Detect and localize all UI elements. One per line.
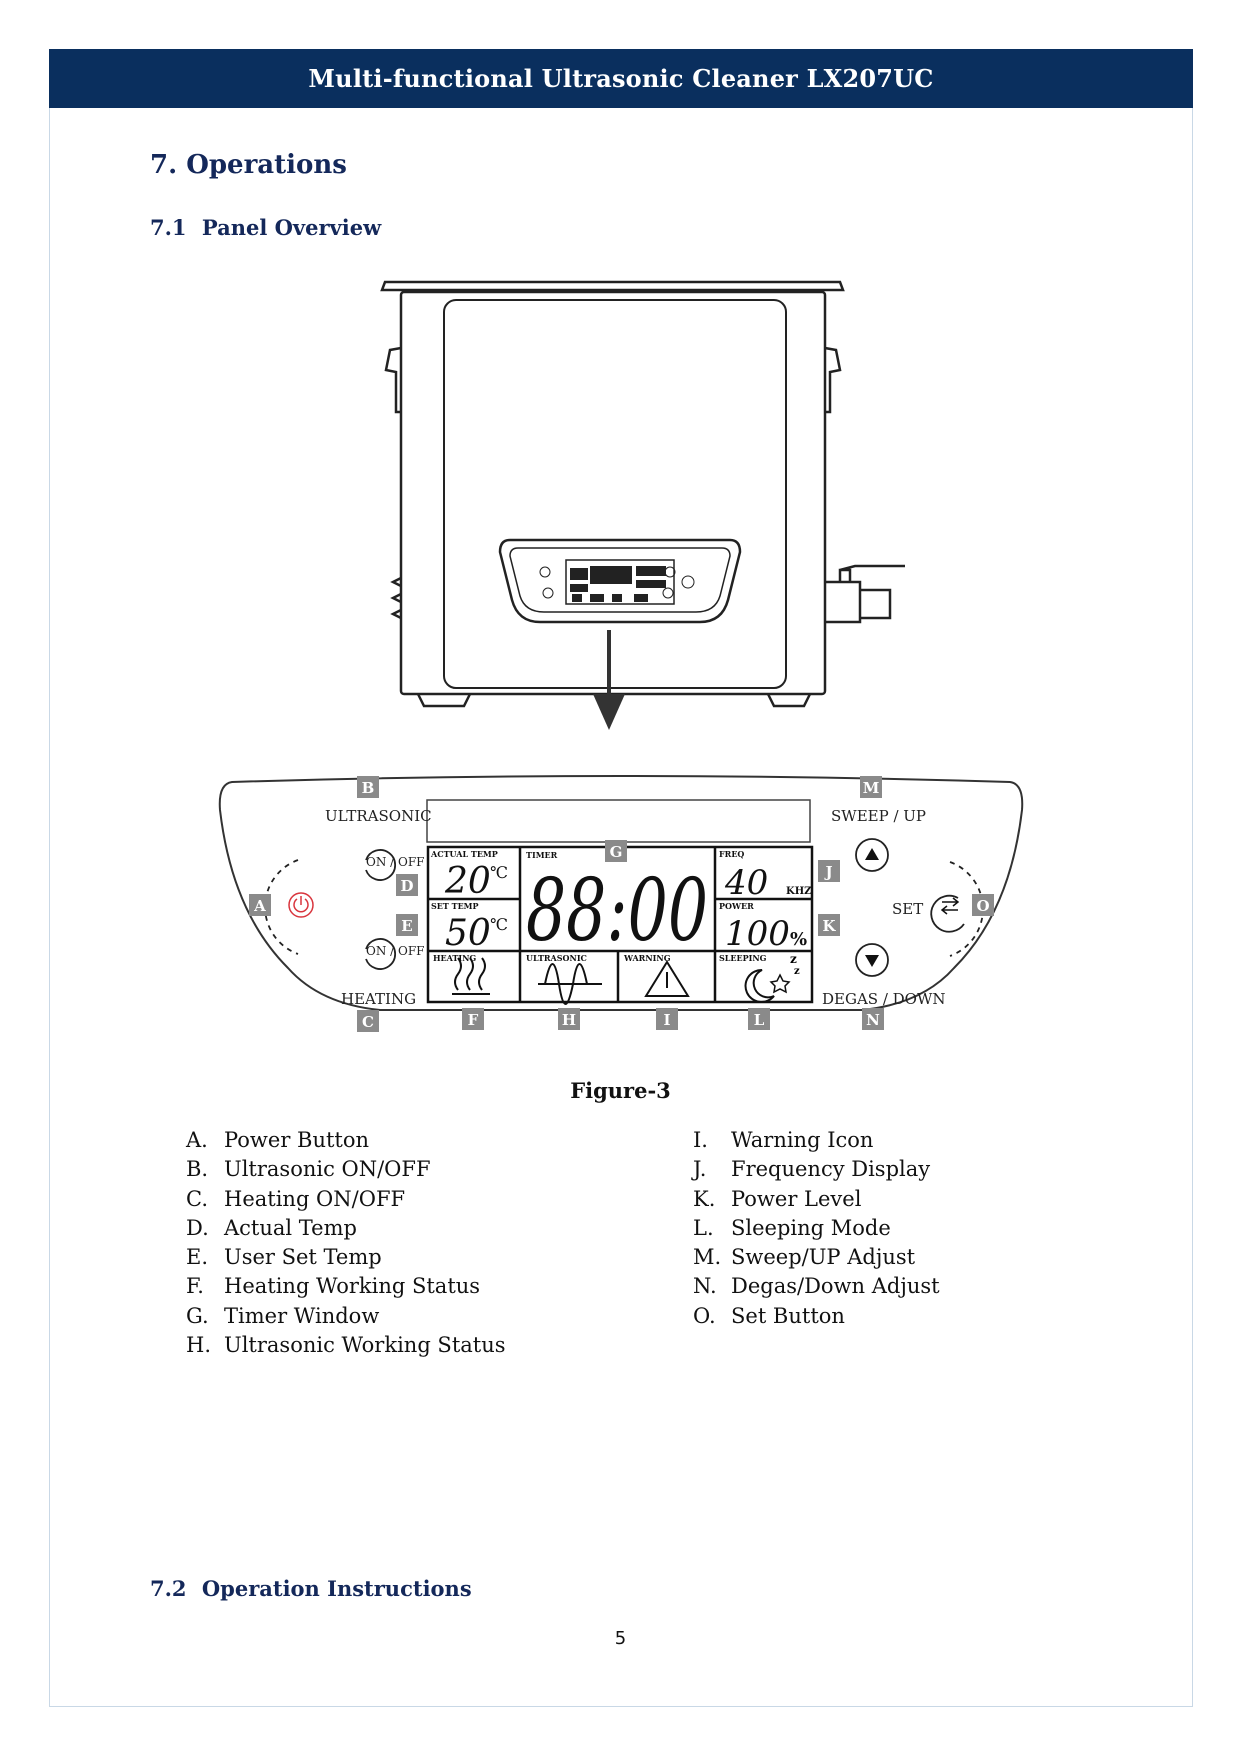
- legend-item: F.Heating Working Status: [186, 1274, 481, 1299]
- document-header: Multi-functional Ultrasonic Cleaner LX20…: [49, 49, 1193, 108]
- section-title: Operations: [186, 150, 347, 180]
- legend-item: B.Ultrasonic ON/OFF: [186, 1157, 431, 1182]
- legend-right: I.Warning Icon J.Frequency Display K.Pow…: [693, 1126, 940, 1331]
- legend-item: L.Sleeping Mode: [693, 1215, 891, 1240]
- legend-item: K.Power Level: [693, 1186, 862, 1211]
- subsection-title: Panel Overview: [201, 215, 382, 240]
- page-frame: [49, 49, 1193, 1707]
- section-number: 7.: [150, 150, 178, 180]
- subsection-number: 7.2: [150, 1576, 187, 1601]
- document-title: Multi-functional Ultrasonic Cleaner LX20…: [308, 64, 934, 93]
- legend-item: C.Heating ON/OFF: [186, 1186, 406, 1211]
- legend-item: H.Ultrasonic Working Status: [186, 1333, 506, 1358]
- legend-item: D.Actual Temp: [186, 1215, 357, 1240]
- subsection-heading-panel-overview: 7.1 Panel Overview: [150, 215, 381, 240]
- legend-item: J.Frequency Display: [693, 1157, 931, 1182]
- subsection-number: 7.1: [150, 215, 187, 240]
- page-number: 5: [614, 1628, 627, 1649]
- legend-item: A.Power Button: [186, 1128, 370, 1152]
- legend-item: E.User Set Temp: [186, 1245, 382, 1270]
- subsection-title: Operation Instructions: [201, 1576, 472, 1601]
- legend-item: I.Warning Icon: [693, 1128, 874, 1152]
- section-heading: 7. Operations: [150, 150, 347, 180]
- subsection-heading-operation-instructions: 7.2 Operation Instructions: [150, 1576, 472, 1601]
- legend-item: G.Timer Window: [186, 1303, 380, 1328]
- legend-item: N.Degas/Down Adjust: [693, 1274, 940, 1299]
- legend-item: M.Sweep/UP Adjust: [693, 1245, 916, 1270]
- legend-left: A.Power Button B.Ultrasonic ON/OFF C.Hea…: [186, 1126, 506, 1360]
- figure-caption: Figure-3: [570, 1078, 671, 1103]
- legend-item: O.Set Button: [693, 1303, 845, 1328]
